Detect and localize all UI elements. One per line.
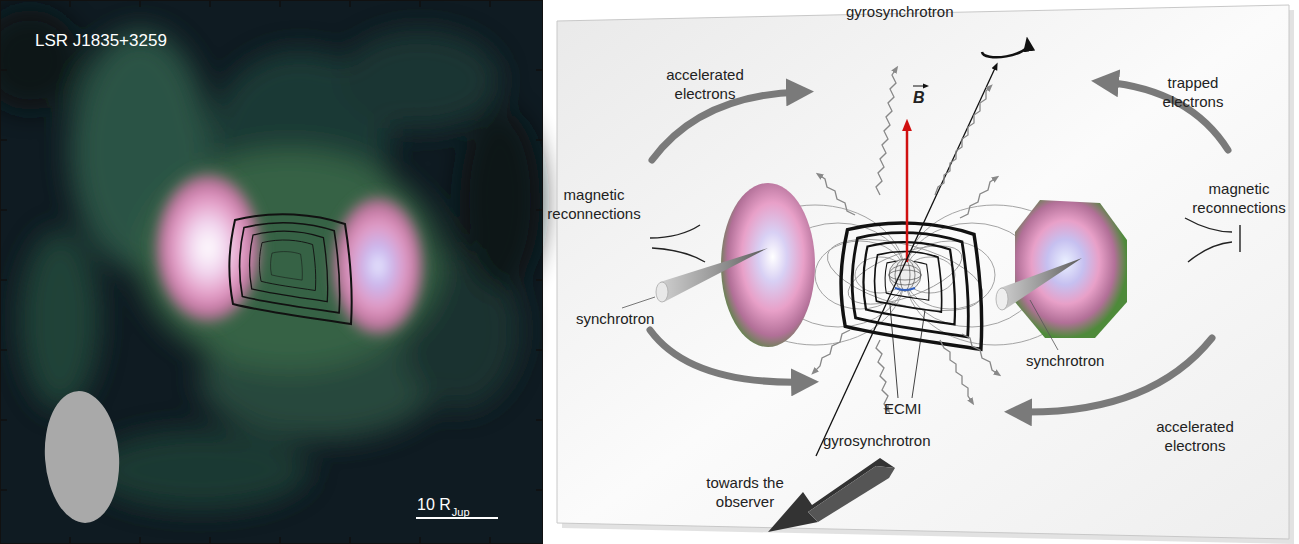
reconnection-label: magnetic reconnections: [538, 186, 650, 224]
observer-label: towards the observer: [686, 474, 804, 512]
electron-label: accelerated electrons: [1140, 418, 1250, 456]
emission-label: ECMI: [884, 400, 922, 419]
target-name: LSR J1835+3259: [35, 30, 167, 51]
electron-label: trapped electrons: [1138, 74, 1248, 112]
emission-label: gyrosynchrotron: [846, 3, 954, 22]
field-vector-label: B: [913, 88, 925, 108]
reconnection-label: magnetic reconnections: [1183, 180, 1295, 218]
emission-label: synchrotron: [1026, 352, 1104, 371]
electron-label: accelerated electrons: [650, 66, 760, 104]
emission-label: synchrotron: [576, 310, 654, 329]
scale-bar-label: 10 R: [417, 495, 451, 515]
scale-bar-subscript: Jup: [452, 506, 470, 520]
emission-label: gyrosynchrotron: [823, 432, 931, 451]
